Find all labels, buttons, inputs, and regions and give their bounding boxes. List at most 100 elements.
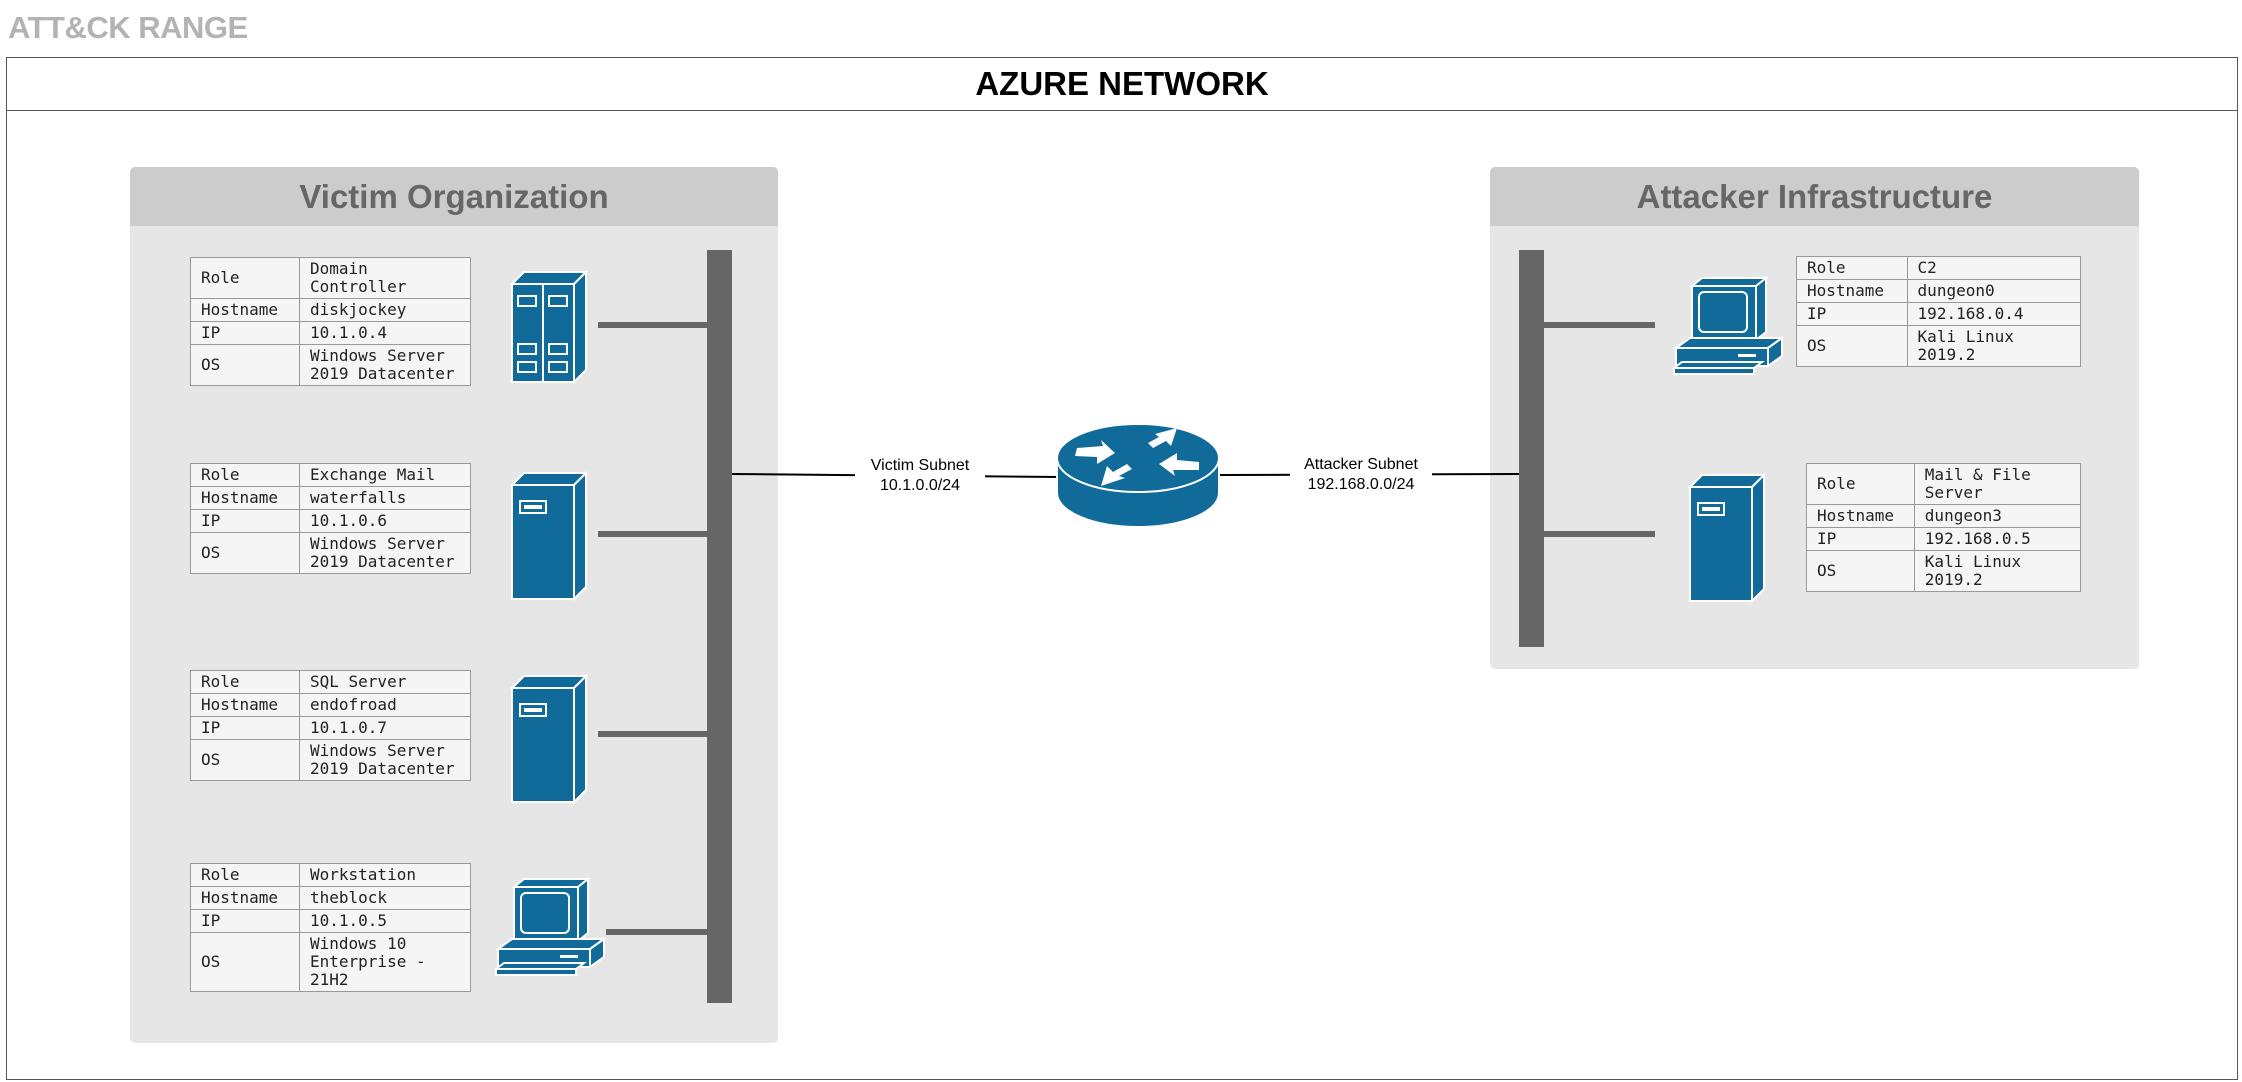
role-value: SQL Server [299,670,471,694]
role-label: Role [190,670,300,694]
os-label: OS [190,532,300,574]
os-value: Kali Linux 2019.2 [1906,325,2082,367]
ip-label: IP [190,716,300,740]
hostname-label: Hostname [190,693,300,717]
attacker-zone-title: Attacker Infrastructure [1490,167,2139,226]
ip-label: IP [190,321,300,345]
ip-value: 192.168.0.5 [1913,527,2082,551]
os-label: OS [1806,550,1915,592]
workstation-icon [494,877,606,976]
hostname-value: dungeon3 [1913,504,2082,528]
link-victim-host-2 [598,531,708,537]
ip-label: IP [1806,527,1915,551]
ip-label: IP [190,509,300,533]
server-icon [510,674,588,804]
ip-value: 10.1.0.5 [299,909,471,933]
attacker-subnet-cidr: 192.168.0.0/24 [1307,476,1415,493]
server-icon [510,471,588,601]
os-value: Windows Server 2019 Datacenter [299,532,471,574]
link-attacker-host-1 [1543,322,1655,328]
victim-subnet-cidr: 10.1.0.0/24 [879,477,961,494]
role-label: Role [190,863,300,887]
workstation-icon [1672,276,1784,375]
role-label: Role [1796,256,1908,280]
role-value: C2 [1906,256,2082,280]
ip-value: 10.1.0.4 [299,321,471,345]
page-title: ATT&CK RANGE [8,10,248,45]
role-value: Mail & File Server [1913,463,2082,505]
link-victim-host-4 [606,929,732,935]
domain-controller-icon [510,270,588,384]
hostname-label: Hostname [190,886,300,910]
os-label: OS [190,932,300,992]
os-label: OS [1796,325,1908,367]
hostname-value: dungeon0 [1906,279,2082,303]
router-icon [1056,423,1220,528]
azure-network-container: AZURE NETWORK [6,57,2238,1080]
hostname-label: Hostname [190,298,300,322]
role-value: Exchange Mail [299,463,471,487]
os-value: Windows Server 2019 Datacenter [299,344,471,386]
ip-value: 192.168.0.4 [1906,302,2082,326]
role-value: Workstation [299,863,471,887]
os-label: OS [190,344,300,386]
os-label: OS [190,739,300,781]
attacker-subnet-name: Attacker Subnet [1304,456,1418,473]
victim-network-bus [707,250,732,1003]
ip-label: IP [1796,302,1908,326]
victim-subnet-name: Victim Subnet [870,457,970,474]
role-label: Role [190,463,300,487]
link-victim-host-1 [598,322,708,328]
hostname-label: Hostname [190,486,300,510]
ip-value: 10.1.0.7 [299,716,471,740]
ip-label: IP [190,909,300,933]
role-label: Role [1806,463,1915,505]
azure-network-title: AZURE NETWORK [7,58,2237,111]
ip-value: 10.1.0.6 [299,509,471,533]
os-value: Kali Linux 2019.2 [1913,550,2082,592]
hostname-label: Hostname [1796,279,1908,303]
link-attacker-host-2 [1543,531,1655,537]
hostname-value: diskjockey [299,298,471,322]
link-victim-host-3 [598,731,708,737]
victim-zone-title: Victim Organization [130,167,778,226]
hostname-value: endofroad [299,693,471,717]
hostname-label: Hostname [1806,504,1915,528]
os-value: Windows Server 2019 Datacenter [299,739,471,781]
role-label: Role [190,257,300,299]
attacker-network-bus [1519,250,1544,647]
victim-subnet-label: Victim Subnet 10.1.0.0/24 [855,456,985,496]
attacker-subnet-label: Attacker Subnet 192.168.0.0/24 [1290,455,1432,495]
hostname-value: theblock [299,886,471,910]
hostname-value: waterfalls [299,486,471,510]
